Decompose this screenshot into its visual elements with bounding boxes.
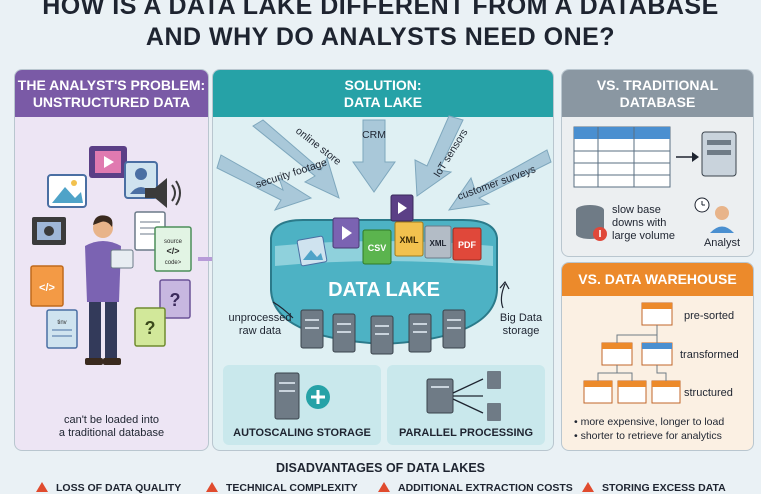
traditional-heading-1: VS. TRADITIONAL (596, 76, 719, 93)
arrow-iot-sensors (414, 115, 464, 197)
question-file-icon-2: ? (134, 307, 166, 347)
problem-caption: can't be loaded into a traditional datab… (15, 414, 208, 440)
disadvantage-label: TECHNICAL COMPLEXITY (226, 482, 358, 494)
svg-text:source: source (164, 239, 183, 245)
arrow-customer-surveys (447, 149, 552, 211)
traditional-panel: VS. TRADITIONAL DATABASE (561, 69, 754, 257)
warehouse-illustration (583, 302, 681, 404)
svg-text:</>: </> (166, 246, 179, 256)
lake-label: DATA LAKE (328, 279, 440, 301)
warehouse-header: VS. DATA WAREHOUSE (562, 263, 753, 296)
arrow-security-footage (216, 154, 313, 211)
source-arrows (216, 115, 552, 211)
clock-icon (694, 197, 710, 213)
warehouse-label-3: structured (684, 387, 733, 399)
traditional-heading-2: DATABASE (619, 93, 696, 110)
svg-text:?: ? (145, 318, 156, 338)
lake-illustration: security footage online store CRM IoT se… (216, 115, 552, 355)
warning-icon (378, 482, 390, 492)
warning-icon (206, 482, 218, 492)
svg-text:</>: </> (39, 282, 55, 294)
autoscaling-label: AUTOSCALING STORAGE (233, 427, 371, 439)
pdf-tag: PDF (458, 240, 477, 250)
right-note: Big Data storage (491, 312, 551, 338)
right-note-1: Big Data (499, 312, 543, 324)
database-illustration (573, 126, 737, 241)
floating-files: CSV XML XML PDF (296, 194, 482, 267)
warehouse-bullet-1: • more expensive, longer to load (574, 416, 725, 428)
svg-text:?: ? (170, 290, 181, 310)
arrow-online-store (252, 119, 340, 199)
video-icon (89, 146, 127, 178)
left-note: unprocessed raw data (225, 312, 295, 338)
source-label-crm: CRM (362, 129, 386, 141)
slow-note-1: slow base (612, 204, 661, 216)
right-note-2: storage (502, 325, 540, 337)
warehouse-bullet-2: • shorter to retrieve for analytics (574, 430, 722, 442)
parallel-processing-card: PARALLEL PROCESSING (387, 365, 545, 445)
autoscaling-icon (274, 372, 330, 420)
left-note-2: raw data (238, 325, 282, 337)
disadvantage-item: STORING EXCESS DATA (582, 482, 726, 494)
solution-header: SOLUTION: DATA LAKE (213, 70, 553, 117)
disadvantage-item: TECHNICAL COMPLEXITY (206, 482, 358, 494)
server-icon (701, 131, 737, 177)
problem-header: THE ANALYST'S PROBLEM: UNSTRUCTURED DATA (15, 70, 208, 117)
problem-heading-1: THE ANALYST'S PROBLEM: (17, 76, 206, 93)
parallel-processing-label: PARALLEL PROCESSING (398, 427, 534, 439)
xml-tag-2: XML (430, 239, 447, 248)
slow-note-2: downs with (612, 217, 667, 229)
problem-caption-1: can't be loaded into (63, 414, 160, 426)
slow-database-icon (576, 205, 607, 241)
solution-heading-2: DATA LAKE (343, 93, 423, 110)
slow-note: slow base downs with large volume (612, 204, 702, 243)
svg-text:tinv: tinv (57, 320, 66, 326)
analyst-label: Analyst (703, 237, 741, 249)
disadvantage-label: STORING EXCESS DATA (602, 482, 726, 494)
analyst-avatar (710, 206, 734, 233)
arrow-crm (352, 119, 396, 193)
image-icon (47, 174, 87, 208)
svg-text:code>: code> (165, 260, 182, 266)
page-title: HOW IS A DATA LAKE DIFFERENT FROM A DATA… (0, 0, 761, 53)
film-icon (32, 217, 66, 245)
slow-note-3: large volume (612, 230, 675, 242)
solution-heading-1: SOLUTION: (344, 76, 422, 93)
warehouse-heading: VS. DATA WAREHOUSE (578, 271, 737, 287)
disadvantage-item: ADDITIONAL EXTRACTION COSTS (378, 482, 573, 494)
question-file-icon: ? (159, 279, 191, 319)
warning-icon (36, 482, 48, 492)
warehouse-label-2: transformed (680, 349, 739, 361)
autoscaling-storage-card: AUTOSCALING STORAGE (223, 365, 381, 445)
warning-icon (582, 482, 594, 492)
tree-connectors (597, 325, 667, 381)
disadvantage-label: LOSS OF DATA QUALITY (56, 482, 182, 494)
xml-tag-1: XML (400, 235, 420, 245)
title-line-2: AND WHY DO ANALYSTS NEED ONE? (145, 23, 616, 51)
analyst-person (85, 215, 134, 365)
code-file-icon: </> (30, 265, 64, 307)
problem-caption-2: a traditional database (58, 427, 165, 439)
problem-heading-2: UNSTRUCTURED DATA (32, 93, 191, 110)
parallel-processing-icon (426, 371, 501, 421)
left-note-1: unprocessed (228, 312, 292, 324)
text-file-icon: tinv (46, 309, 78, 349)
disadvantage-item: LOSS OF DATA QUALITY (36, 482, 181, 494)
csv-tag: CSV (368, 243, 387, 253)
title-line-1: HOW IS A DATA LAKE DIFFERENT FROM A DATA… (42, 0, 719, 20)
warehouse-label-1: pre-sorted (684, 310, 735, 322)
solution-panel: SOLUTION: DATA LAKE security footage onl… (212, 69, 554, 451)
problem-panel: THE ANALYST'S PROBLEM: UNSTRUCTURED DATA (14, 69, 209, 451)
warehouse-panel: VS. DATA WAREHOUSE pre-sorted transforme (561, 262, 754, 451)
table-grid-icon (573, 126, 671, 188)
disadvantages-heading: DISADVANTAGES OF DATA LAKES (275, 461, 486, 475)
problem-illustration: source </> code> </> ? ? tinv (30, 146, 192, 365)
source-code-icon: source </> code> (154, 226, 192, 272)
tree-tables (583, 302, 681, 404)
speaker-icon (145, 178, 181, 208)
traditional-header: VS. TRADITIONAL DATABASE (562, 70, 753, 117)
disadvantage-label: ADDITIONAL EXTRACTION COSTS (398, 482, 573, 494)
